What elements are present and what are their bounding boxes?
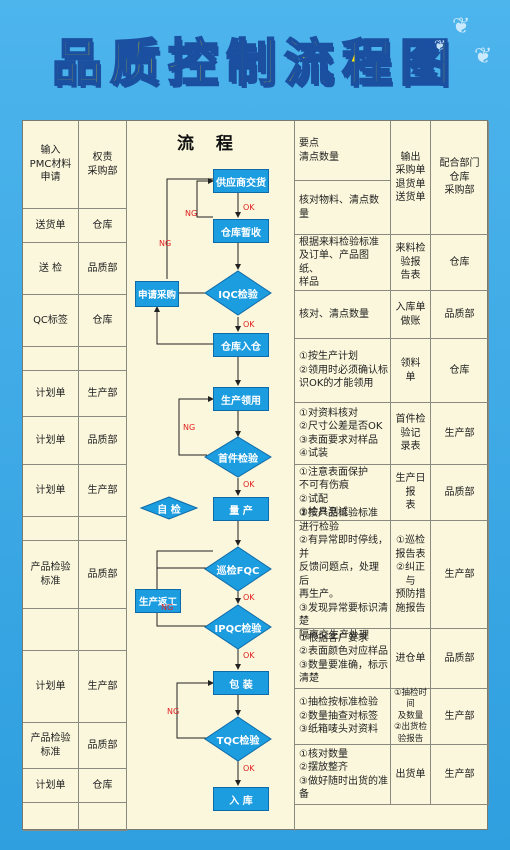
dept-cell: 生产部 [431, 689, 489, 745]
points-cell: ①根据客户要求 ②表面颜色对应样品 ③数量要准确，标示清楚 [295, 629, 391, 689]
points-cell: ①按产品检验标准 进行检验 ②有异常即时停线，并 反馈问题点，处理后 再生产。 … [295, 508, 391, 641]
dept-cell: 生产部 [431, 521, 489, 629]
page-title: 品质控制流程图 [51, 32, 458, 93]
points-cell: 核对物料、清点数量 [295, 181, 391, 235]
label-ng: NG [161, 603, 174, 612]
points-cell: 根据来料检验标准 及订单、产品图纸、 样品 [295, 235, 391, 291]
node-warehouse-staging: 仓库暂收 [213, 219, 269, 243]
node-purchase-request: 申请采购 [135, 281, 179, 307]
node-warehouse-in: 仓库入仓 [213, 333, 269, 357]
output-cell: 入库单 做账 [391, 291, 431, 339]
points-cell: ①对资料核对 ②尺寸公差是否OK ③表面要求对样品 ④试装 [295, 403, 391, 465]
dept-cell: 仓库 [431, 235, 489, 291]
label-ok: OK [243, 593, 255, 602]
label-ng: NG [185, 209, 198, 218]
owner-cell: 仓库 [79, 209, 127, 243]
input-cell [23, 517, 79, 541]
decision-first-article: 首件检验 [218, 453, 258, 465]
node-mass-production: 量 产 [213, 497, 269, 521]
label-ng: NG [167, 707, 180, 716]
butterfly-icon: ❦ [452, 14, 471, 39]
input-cell: 送货单 [23, 209, 79, 243]
input-cell [23, 347, 79, 371]
flow-connectors [154, 178, 241, 786]
label-ok: OK [243, 203, 255, 212]
node-production-issue: 生产领用 [213, 387, 269, 411]
input-cell: 产品检验 标准 [23, 723, 79, 769]
label-ng: NG [159, 239, 172, 248]
input-cell [23, 803, 79, 831]
output-cell: 生产日报 表 [391, 465, 431, 521]
dept-cell: 生产部 [431, 745, 489, 805]
dept-header: 配合部门 仓库 采购部 [431, 121, 489, 235]
label-ok: OK [243, 651, 255, 660]
owner-cell [79, 609, 127, 651]
butterfly-icon: ❦ [474, 44, 493, 69]
output-cell: 领料 单 [391, 339, 431, 403]
output-cell: 首件检 验记 录表 [391, 403, 431, 465]
input-cell: 计划单 [23, 371, 79, 417]
owner-cell: 仓库 [79, 769, 127, 803]
owner-cell: 品质部 [79, 243, 127, 295]
output-cell: ①抽检时间 及数量 ②出货检 验报告 [391, 688, 431, 745]
input-cell: 计划单 [23, 417, 79, 465]
flowchart: 流 程 供应商交货 仓库暂收 申请采购 仓库入仓 生产领用 量 产 生产返工 包… [127, 121, 295, 831]
owner-cell [79, 803, 127, 831]
input-header: 输入 PMC材料 申请 [23, 121, 79, 209]
owner-cell: 生产部 [79, 465, 127, 517]
flow-title: 流 程 [177, 134, 241, 154]
decision-patrol-fqc: 巡检FQC [216, 565, 260, 577]
owner-cell: 生产部 [79, 651, 127, 723]
node-stock-in: 入 库 [213, 787, 269, 811]
label-ng: NG [183, 423, 196, 432]
input-cell [23, 609, 79, 651]
output-cell: ①巡检 报告表 ②纠正与 预防措 施报告 [391, 521, 431, 629]
input-cell: 产品检验 标准 [23, 541, 79, 609]
node-supplier-delivery: 供应商交货 [213, 169, 269, 193]
decision-ipqc: IPQC检验 [214, 623, 262, 635]
owner-cell: 品质部 [79, 417, 127, 465]
output-header: 输出 采购单 退货单 送货单 [391, 121, 431, 235]
points-cell: ①抽检按标准检验 ②数量抽查对标签 ③纸箱唛头对资料 [295, 689, 391, 745]
label-ok: OK [243, 320, 255, 329]
node-production-rework: 生产返工 [135, 589, 181, 613]
dept-cell: 品质部 [431, 291, 489, 339]
input-cell: QC标签 [23, 295, 79, 347]
dept-cell: 生产部 [431, 403, 489, 465]
input-cell: 计划单 [23, 769, 79, 803]
decision-self-check: 自 检 [157, 504, 181, 516]
owner-cell: 品质部 [79, 723, 127, 769]
owner-cell [79, 347, 127, 371]
decision-iqc: IQC检验 [218, 289, 258, 301]
owner-cell: 品质部 [79, 541, 127, 609]
points-cell: ①按生产计划 ②领用时必须确认标 识OK的才能领用 [295, 339, 391, 403]
points-header: 要点 清点数量 [295, 121, 391, 181]
points-cell: ①核对数量 ②摆放整齐 ③做好随时出货的准备 [295, 745, 391, 805]
dept-cell: 仓库 [431, 339, 489, 403]
dept-cell: 品质部 [431, 629, 489, 689]
node-packing: 包 装 [213, 671, 269, 695]
output-cell: 来料检 验报 告表 [391, 235, 431, 291]
input-cell: 计划单 [23, 465, 79, 517]
owner-header: 权责 采购部 [79, 121, 127, 209]
input-cell: 送 检 [23, 243, 79, 295]
points-cell: 核对、清点数量 [295, 291, 391, 339]
output-cell: 出货单 [391, 745, 431, 805]
owner-cell [79, 517, 127, 541]
label-ok: OK [243, 480, 255, 489]
output-cell: 进仓单 [391, 629, 431, 689]
owner-cell: 生产部 [79, 371, 127, 417]
label-ok: OK [243, 764, 255, 773]
butterfly-icon: ❦ [434, 38, 446, 54]
points-cell: ①注意表面保护 不可有伤痕 ②试配 ③检具测试 [295, 465, 391, 521]
owner-cell: 仓库 [79, 295, 127, 347]
input-cell: 计划单 [23, 651, 79, 723]
dept-cell: 品质部 [431, 465, 489, 521]
decision-tqc: TQC检验 [216, 735, 260, 747]
